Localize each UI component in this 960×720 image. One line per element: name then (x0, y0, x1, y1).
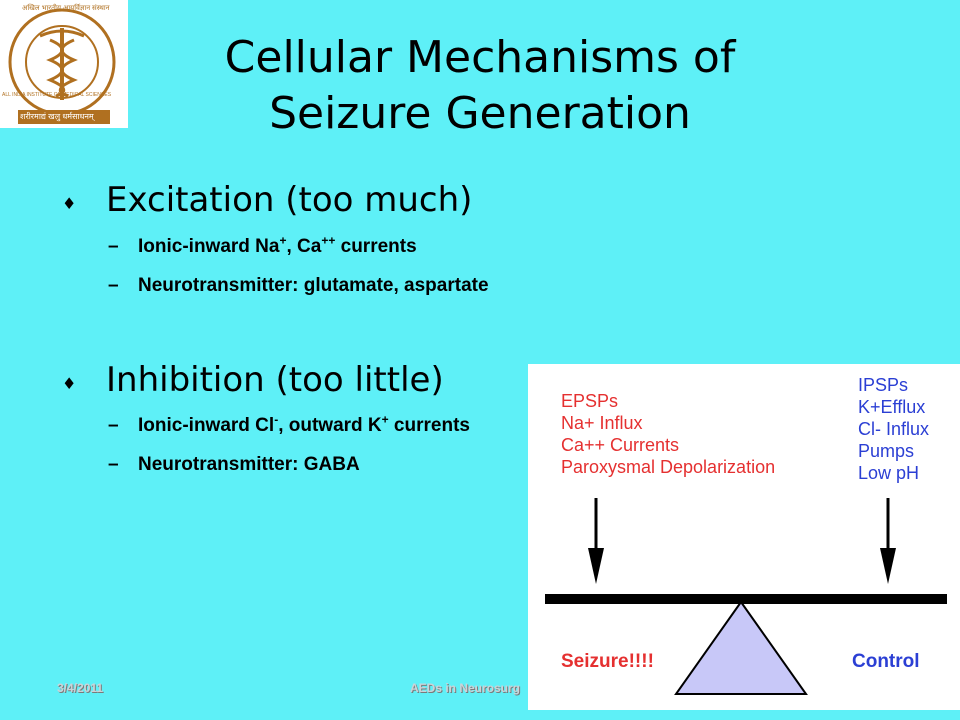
footer-date: 3/4/2011 (57, 681, 104, 695)
inhibition-neurotransmitter-item: –Neurotransmitter: GABA (108, 453, 360, 477)
ca-superscript: ++ (321, 233, 336, 248)
fulcrum-triangle (674, 600, 808, 695)
left-arrow-head (588, 548, 604, 584)
inhibitory-item: Pumps (858, 441, 915, 461)
inhibition-ionic-text: Ionic-inward Cl (138, 415, 275, 436)
excitation-ionic-suffix: currents (335, 236, 417, 257)
inhibitory-factors-list: IPSPs K+Efflux Cl- Influx Pumps Low pH (858, 374, 929, 484)
logo-side-text: ALL INDIA INSTITUTE OF MEDICAL SCIENCES (2, 92, 112, 98)
excitation-ionic-mid: , Ca (286, 236, 322, 257)
excitatory-item: EPSPs (561, 391, 619, 411)
dash-icon: – (108, 454, 119, 475)
institute-logo: अखिल भारतीय आयुर्विज्ञान संस्थान ALL IND… (0, 0, 128, 128)
dash-icon: – (108, 275, 119, 296)
seizure-label: Seizure!!!! (561, 651, 654, 672)
excitatory-item: Na+ Influx (561, 413, 643, 433)
cl-superscript: - (274, 412, 279, 427)
inhibitory-item: Low pH (858, 463, 920, 483)
inhibitory-item: IPSPs (858, 375, 909, 395)
footer-title: AEDs in Neurosurg (410, 681, 521, 695)
excitatory-item: Ca++ Currents (561, 435, 680, 455)
na-superscript: + (279, 233, 287, 248)
seizure-balance-diagram: EPSPs Na+ Influx Ca++ Currents Paroxysma… (528, 364, 960, 710)
inhibition-ionic-item: –Ionic-inward Cl-, outward K+ currents (108, 414, 470, 438)
inhibitory-item: Cl- Influx (858, 419, 930, 439)
right-arrow-head (880, 548, 896, 584)
excitation-ionic-item: –Ionic-inward Na+, Ca++ currents (108, 235, 417, 259)
logo-motto: शरीरमाद्यं खलु धर्मसाधनम् (20, 112, 94, 121)
excitatory-factors-list: EPSPs Na+ Influx Ca++ Currents Paroxysma… (561, 390, 775, 478)
k-superscript: + (381, 412, 389, 427)
title-line-2: Seizure Generation (269, 88, 691, 139)
inhibitory-item: K+Efflux (858, 397, 926, 417)
slide-title: Cellular Mechanisms of Seizure Generatio… (150, 30, 810, 142)
dash-icon: – (108, 236, 119, 257)
balance-beam (545, 594, 947, 604)
balance-graphic (545, 498, 947, 695)
diamond-bullet-icon: ♦ (62, 194, 77, 213)
control-label: Control (852, 651, 920, 672)
inhibition-heading: Inhibition (too little) (106, 360, 444, 400)
diamond-bullet-icon: ♦ (62, 374, 77, 393)
logo-emblem-icon (8, 8, 116, 124)
dash-icon: – (108, 415, 119, 436)
excitation-neurotransmitter-text: Neurotransmitter: glutamate, aspartate (138, 275, 489, 296)
excitatory-item: Paroxysmal Depolarization (561, 457, 776, 477)
inhibition-neurotransmitter-text: Neurotransmitter: GABA (138, 454, 360, 475)
logo-top-text: अखिल भारतीय आयुर्विज्ञान संस्थान (22, 5, 110, 12)
title-line-1: Cellular Mechanisms of (224, 32, 736, 83)
excitation-ionic-text: Ionic-inward Na (138, 236, 280, 257)
excitation-neurotransmitter-item: –Neurotransmitter: glutamate, aspartate (108, 274, 489, 298)
inhibition-ionic-mid: , outward K (278, 415, 382, 436)
inhibition-ionic-suffix: currents (388, 415, 470, 436)
excitation-heading: Excitation (too much) (106, 180, 473, 220)
